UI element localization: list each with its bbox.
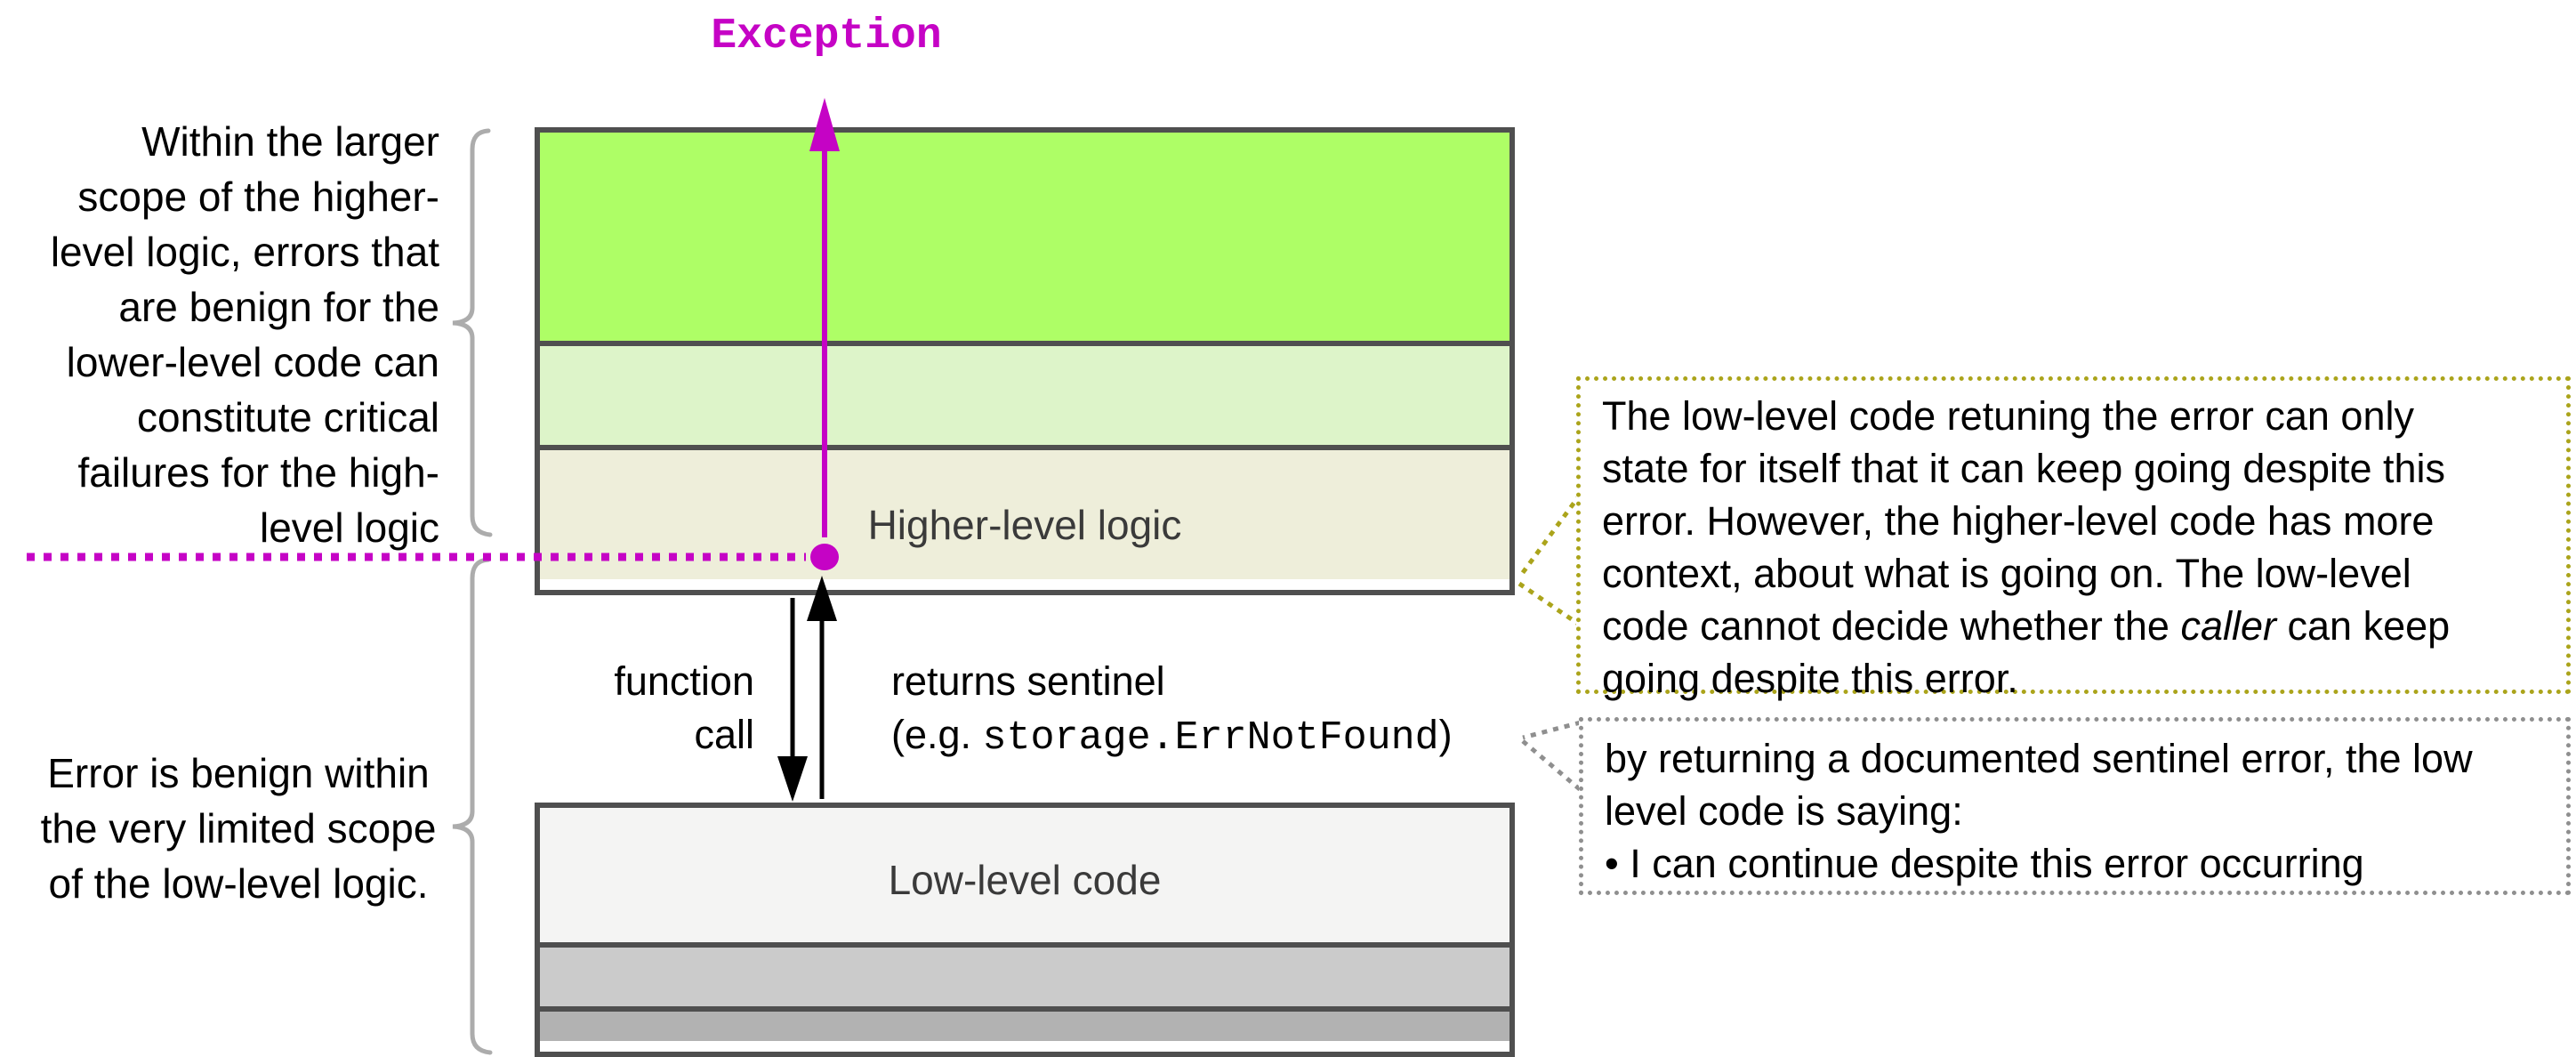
higher-callout-text-after: can keep going despite this error. (1602, 603, 2451, 701)
higher-layer-middle (540, 341, 1509, 445)
higher-layer-critical (540, 133, 1509, 341)
low-level-stack-box (535, 803, 1515, 1057)
higher-context-callout: The low-level code retuning the error ca… (1576, 376, 2571, 701)
returns-sentinel-suffix: ) (1438, 712, 1453, 757)
higher-callout-text-italic: caller (2180, 603, 2277, 649)
returns-sentinel-line1: returns sentinel (891, 658, 1165, 704)
sentinel-meaning-callout: by returning a documented sentinel error… (1579, 717, 2571, 895)
higher-callout-text-before: The low-level code retuning the error ca… (1602, 393, 2446, 649)
returns-sentinel-line2: (e.g. storage.ErrNotFound) (891, 708, 1567, 765)
call-arrow-head (777, 756, 808, 802)
low-level-code-label: Low-level code (888, 857, 1162, 903)
returns-sentinel-prefix: (e.g. (891, 712, 983, 757)
sentinel-error-code: storage.ErrNotFound (982, 715, 1439, 761)
higher-level-logic-label: Higher-level logic (867, 502, 1182, 548)
low-layer-middle (540, 942, 1509, 1006)
top-brace (452, 128, 493, 537)
function-call-label: function call (614, 658, 754, 757)
low-layer-top (540, 808, 1509, 942)
higher-scope-annotation: Within the larger scope of the higher- l… (50, 118, 439, 551)
higher-callout-pointer-top (1517, 492, 1583, 579)
low-layer-bottom (540, 1006, 1509, 1041)
higher-callout-pointer-bottom (1517, 581, 1582, 628)
low-scope-annotation: Error is benign within the very limited … (40, 750, 437, 907)
exception-label: Exception (711, 12, 942, 61)
returns-sentinel-label: returns sentinel (e.g. storage.ErrNotFou… (891, 655, 1567, 765)
